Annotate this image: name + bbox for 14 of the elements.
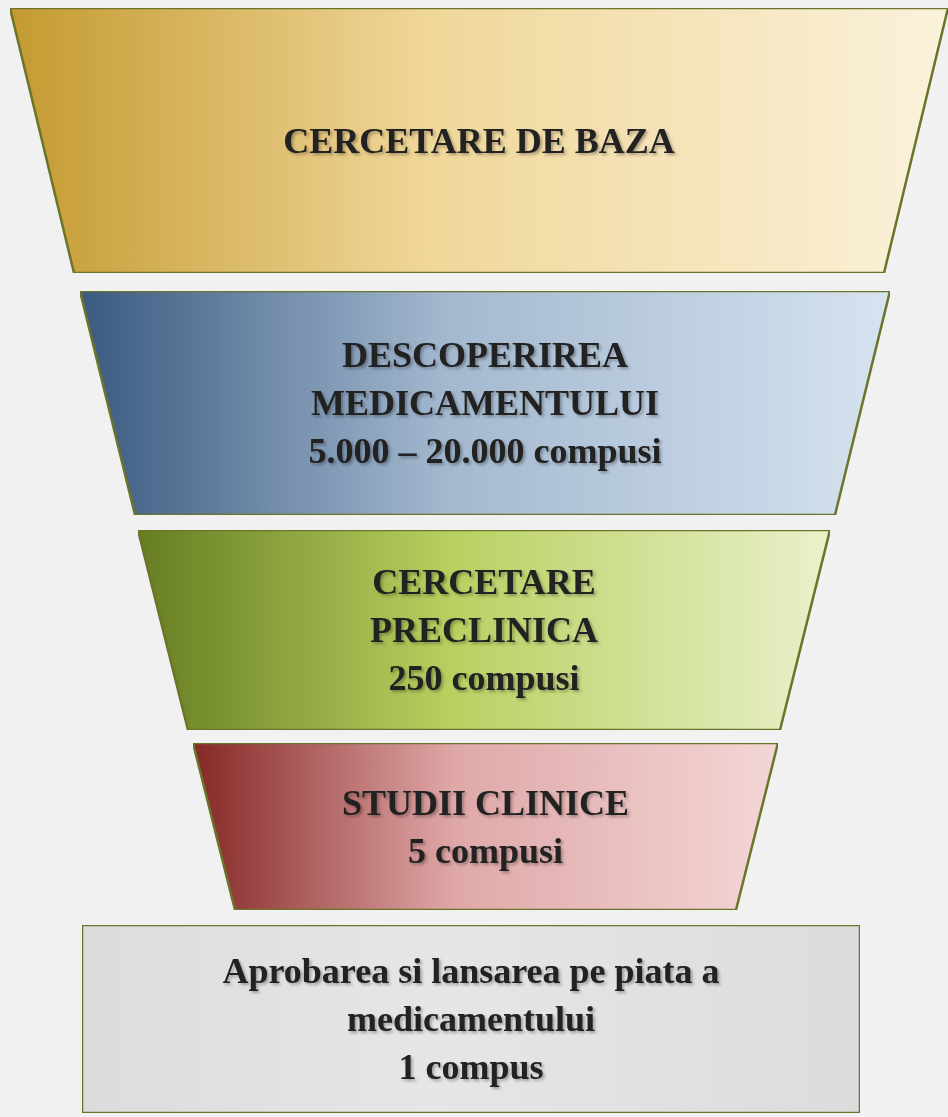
funnel-stage	[10, 8, 948, 273]
compound-count: 5 compusi	[408, 829, 563, 873]
compound-count: 1 compus	[398, 1046, 544, 1089]
stage-title: CERCETARE DE BAZA	[283, 119, 675, 163]
funnel-stage	[193, 743, 778, 910]
funnel-stage	[138, 530, 830, 730]
funnel-stage	[80, 291, 890, 515]
compound-count: 250 compusi	[388, 657, 580, 700]
result-panel	[82, 925, 860, 1113]
stage-title: Aprobarea si lansarea pe piata a medicamentului	[221, 950, 721, 1041]
stage-title: STUDII CLINICE	[341, 781, 630, 825]
compound-count: 5.000 – 20.000 compusi	[308, 430, 662, 473]
stage-title: CERCETARE PRECLINICA	[369, 561, 599, 652]
stage-title: DESCOPERIREA MEDICAMENTULUI	[310, 334, 660, 425]
